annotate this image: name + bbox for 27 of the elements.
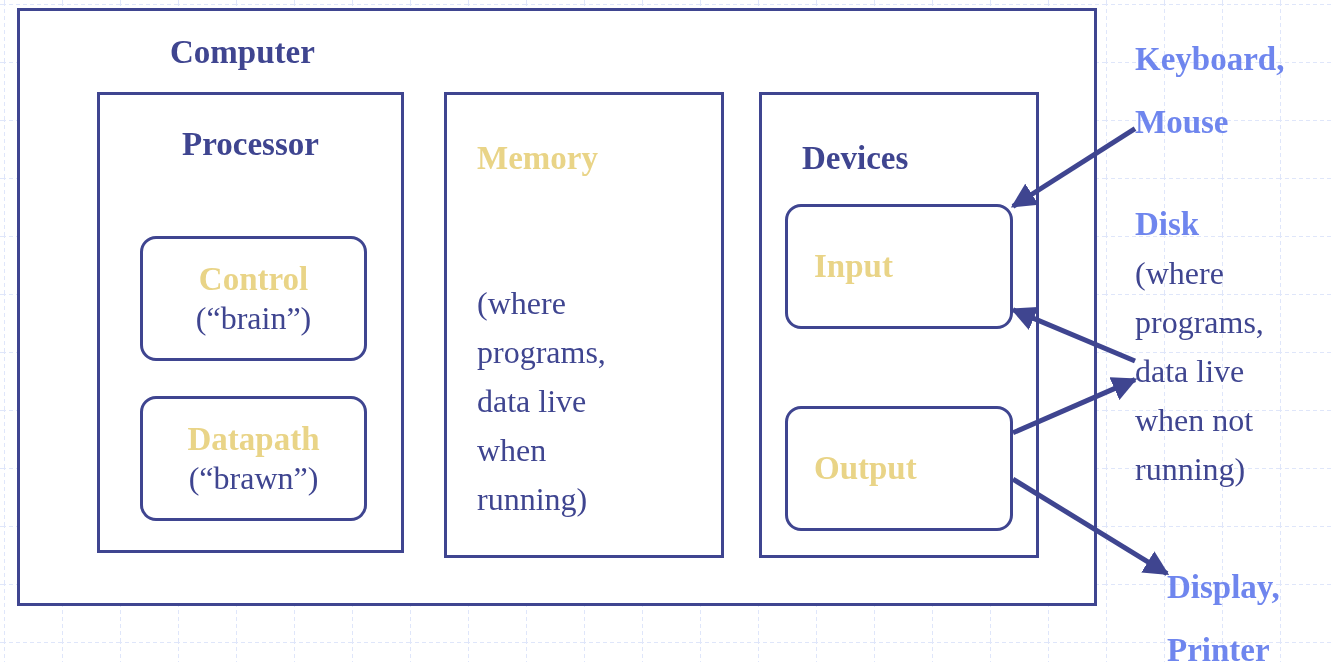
arrow: [1010, 306, 1136, 364]
box-title: Input: [814, 246, 894, 286]
device-label: Display, Printer: [1167, 568, 1281, 662]
control-box: [140, 236, 367, 361]
device-label: Keyboard, Mouse: [1135, 40, 1286, 142]
devices-box: [759, 92, 1039, 558]
arrow: [1011, 477, 1170, 576]
output-box: [785, 406, 1013, 531]
computer-box: [17, 8, 1097, 606]
arrow: [1010, 126, 1137, 209]
box-title: Devices: [802, 139, 910, 178]
datapath-box: [140, 396, 367, 521]
box-title: Memory: [477, 139, 599, 178]
box-title: Output: [814, 448, 918, 488]
description: (“brawn”): [188, 459, 319, 498]
description: (where programs, data live when not running): [1135, 253, 1265, 489]
input-box: [785, 204, 1013, 329]
arrow: [1012, 377, 1138, 436]
processor-box: [97, 92, 404, 553]
storage-label: Disk: [1135, 205, 1201, 244]
memory-box: [444, 92, 724, 558]
box-title: Control: [198, 259, 309, 299]
box-title: Computer: [170, 33, 316, 72]
box-title: Processor: [182, 125, 319, 164]
description: (where programs, data live when running): [477, 283, 607, 519]
box-title: Datapath: [187, 419, 320, 459]
description: (“brain”): [195, 299, 312, 338]
